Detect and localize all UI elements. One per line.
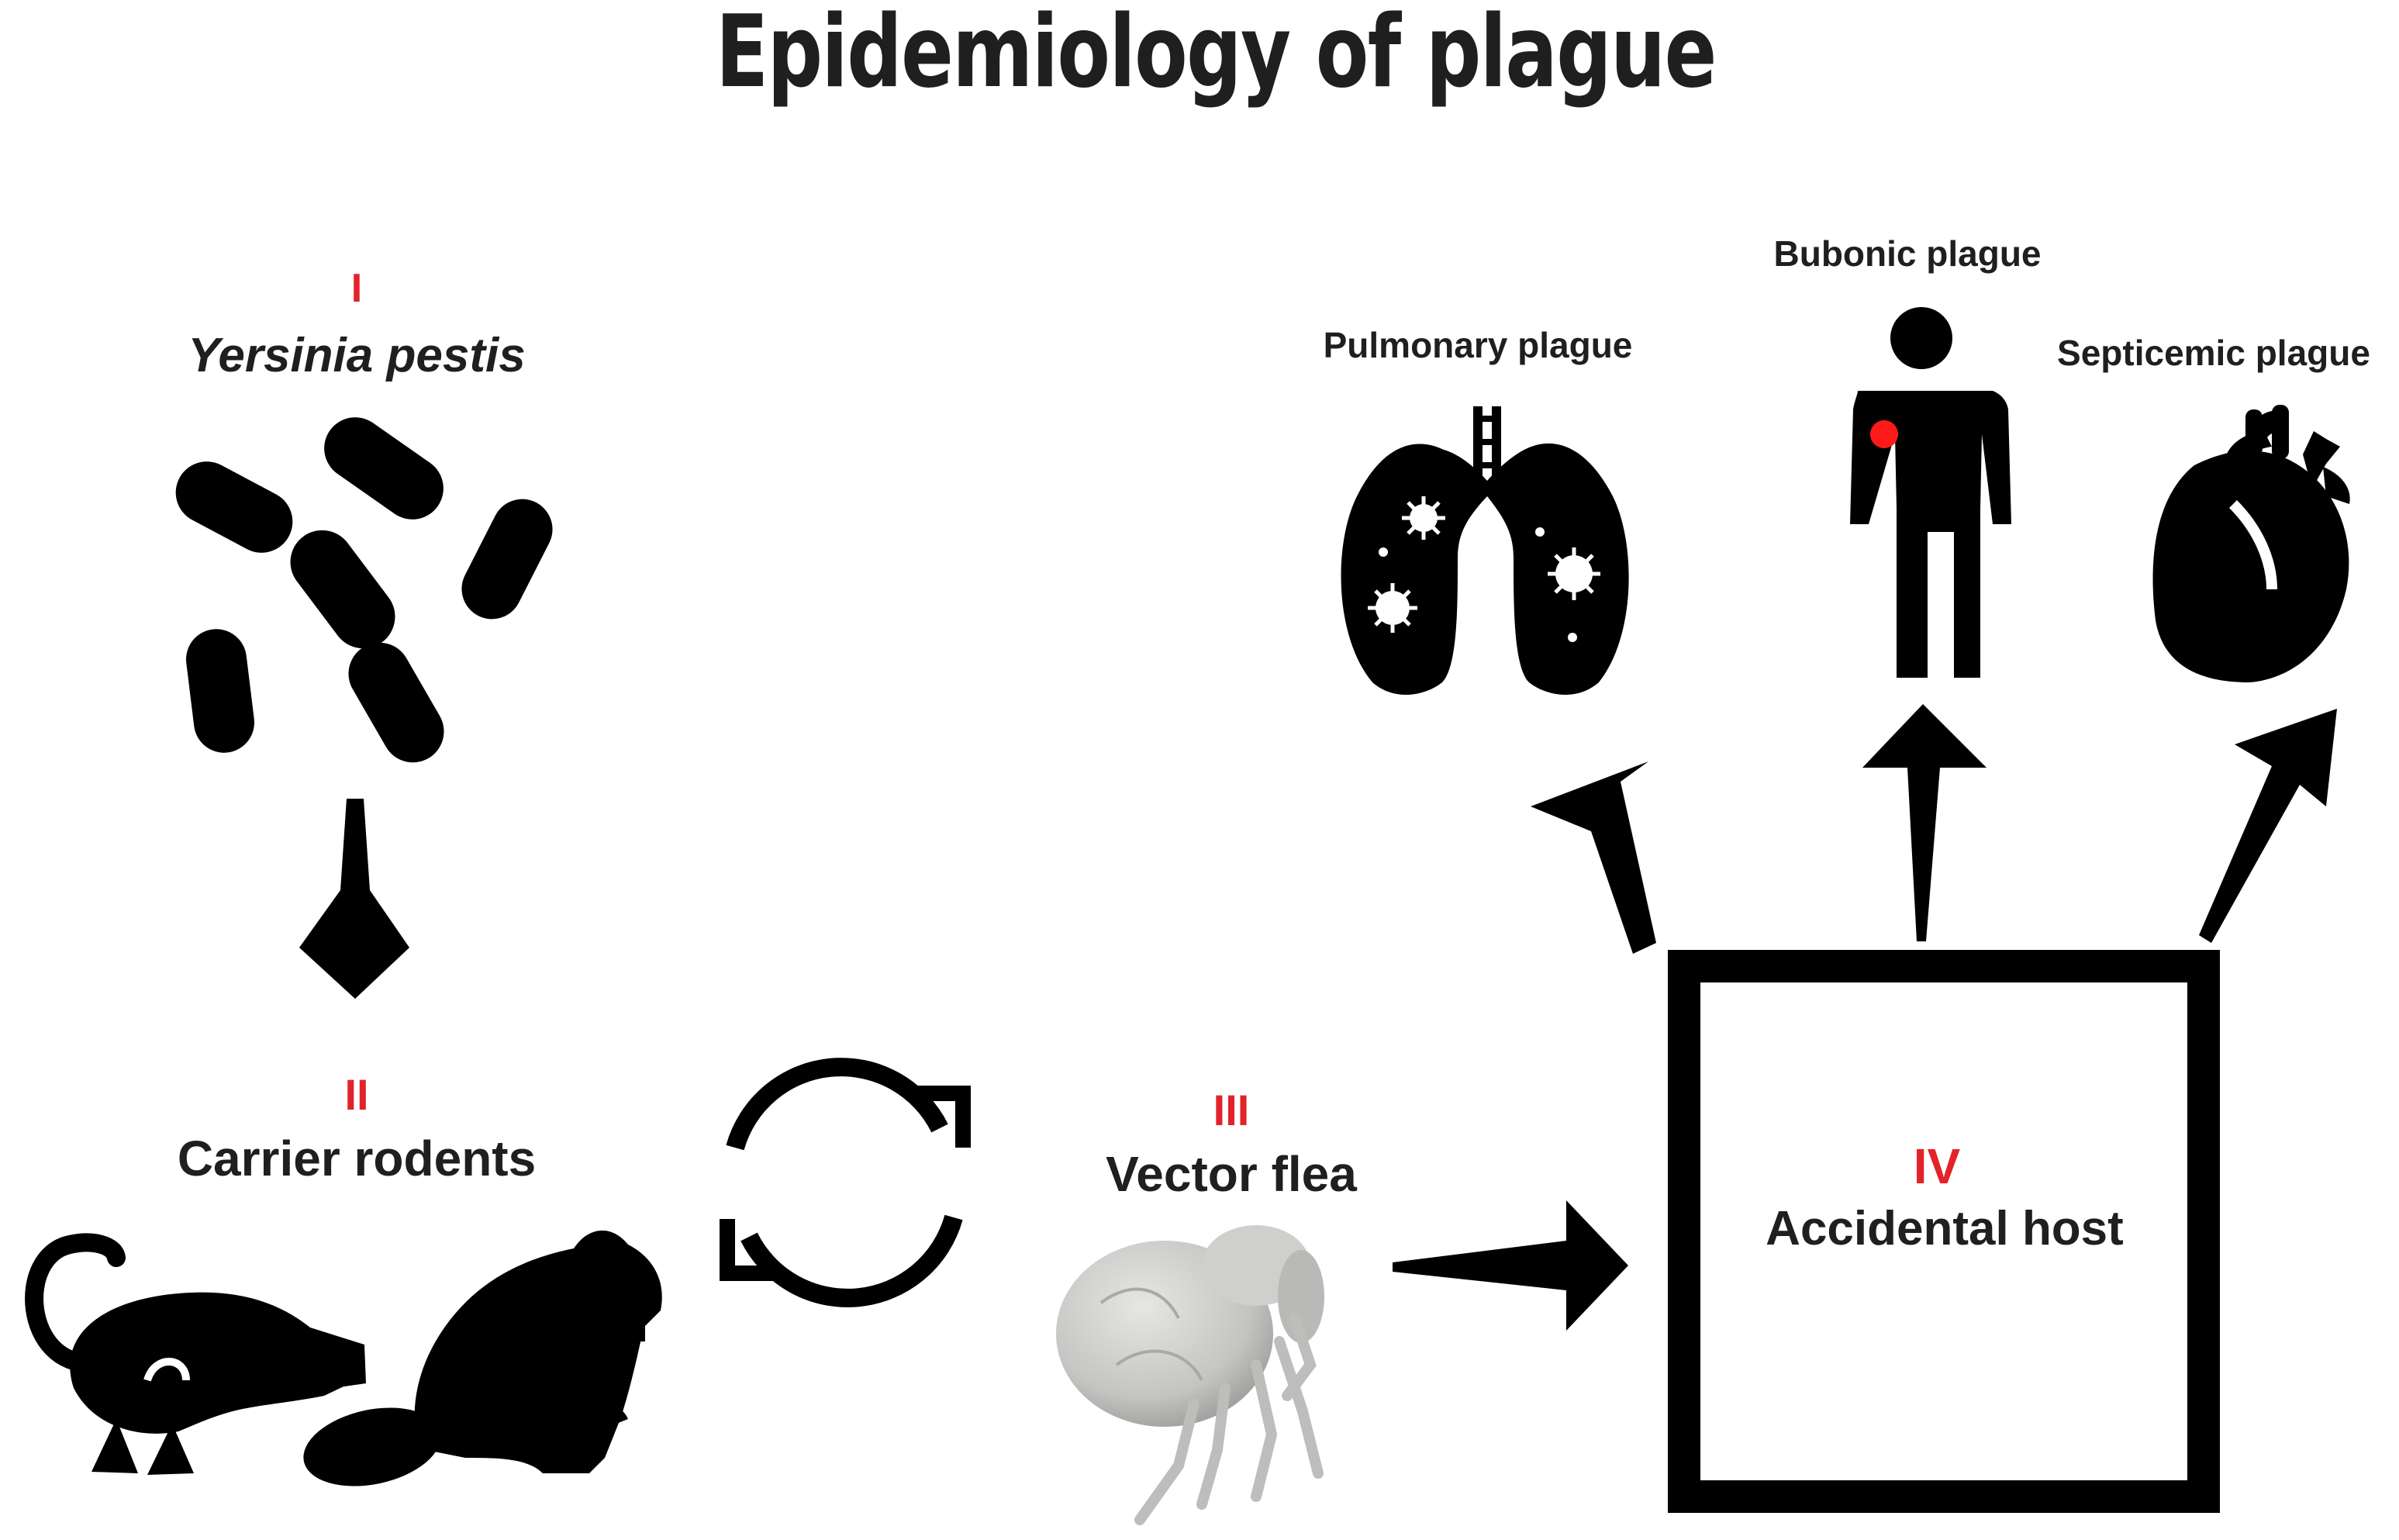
bacteria-icon [175,417,553,763]
yersinia-pestis-label: Yersinia pestis [188,329,526,382]
bubonic-plague-label: Bubonic plague [1773,233,2042,274]
arrow-to-septicemic-icon [2199,709,2337,943]
accidental-host-label: Accidental host [1766,1202,2124,1255]
septicemic-plague-label: Septicemic plague [2057,333,2370,373]
arrow-to-bubonic-icon [1862,704,1987,941]
flea-icon [1056,1225,1324,1525]
rat-icon [25,1233,366,1475]
pulmonary-plague-label: Pulmonary plague [1323,325,1633,365]
stage-numeral-i: I [350,266,363,311]
arrow-down-icon [299,799,409,999]
arrow-to-pulmonary-icon [1531,761,1656,954]
human-icon [1850,307,2011,678]
page-title: Epidemiology of plague [716,0,1717,110]
lungs-icon [1341,406,1629,695]
stage-numeral-ii: II [344,1070,369,1119]
accidental-host-box [1668,950,2220,1513]
beaver-icon [303,1230,662,1486]
arrow-right-icon [1393,1200,1628,1331]
carrier-rodents-label: Carrier rodents [177,1131,537,1186]
cycle-arrows-icon [720,1058,971,1307]
stage-numeral-iii: III [1213,1086,1250,1134]
vector-flea-label: Vector flea [1106,1146,1357,1202]
heart-icon [2152,405,2350,682]
stage-numeral-iv: IV [1913,1138,1961,1194]
